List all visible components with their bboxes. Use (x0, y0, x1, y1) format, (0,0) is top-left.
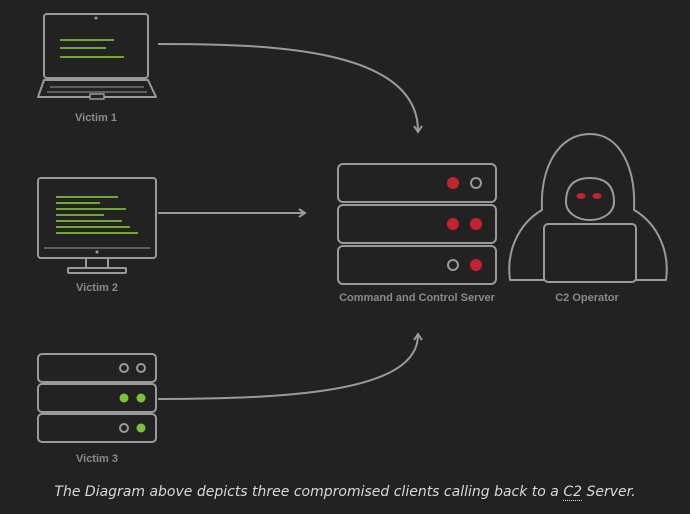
terminal-lines-victim1 (60, 39, 124, 58)
status-lights-victim3 (119, 393, 146, 433)
monitor-icon (37, 177, 157, 274)
arrow-victim1-to-server (157, 43, 423, 134)
status-lights-c2 (447, 177, 482, 271)
terminal-lines-victim2 (56, 196, 138, 234)
c2-server-label: Command and Control Server (339, 292, 495, 304)
operator-eyes-icon (576, 193, 602, 199)
hooded-operator-icon (508, 133, 668, 283)
laptop-icon (37, 13, 157, 100)
caption-abbr-c2: C2 (563, 484, 583, 501)
victim3-label: Victim 3 (76, 453, 118, 465)
c2-operator-label: C2 Operator (555, 292, 619, 304)
caption-text-end: Server. (582, 484, 636, 500)
server-icon-victim3 (37, 353, 157, 443)
caption-text-start: The Diagram above depicts three compromi… (54, 484, 564, 500)
server-icon-c2 (337, 163, 497, 285)
victim1-label: Victim 1 (75, 112, 117, 124)
diagram-caption: The Diagram above depicts three compromi… (0, 484, 690, 501)
victim2-label: Victim 2 (76, 282, 118, 294)
arrow-victim3-to-server (157, 332, 423, 400)
